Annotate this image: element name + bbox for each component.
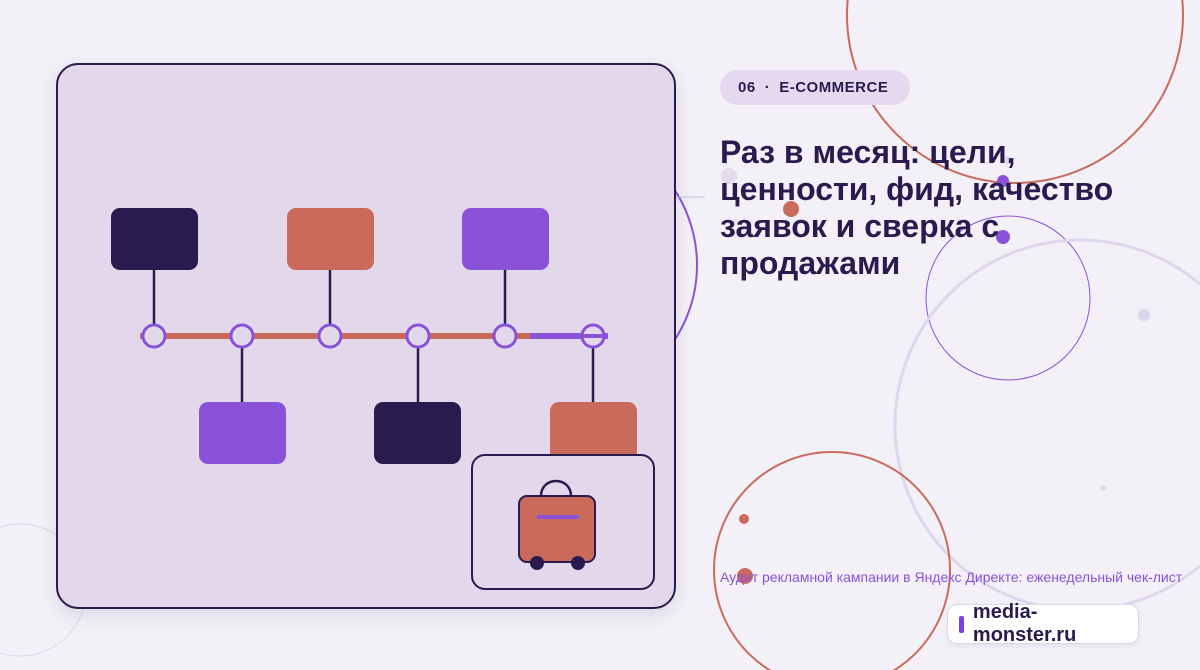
timeline-node-1	[141, 323, 167, 349]
timeline-node-5	[492, 323, 518, 349]
badge-separator: ·	[764, 79, 771, 96]
bg-dot-lavender	[721, 168, 737, 184]
timeline-block-top-2	[287, 208, 374, 270]
category-badge: 06 · E-COMMERCE	[720, 70, 910, 105]
bg-circle-coral-bottom	[713, 451, 951, 670]
badge-number: 06	[738, 79, 756, 96]
site-accent-bar	[959, 615, 964, 633]
bg-circle-violet-small	[925, 215, 1091, 381]
bg-dot-coral	[783, 201, 799, 217]
timeline-nodes	[141, 323, 606, 349]
bg-dot-violet-2	[996, 230, 1010, 244]
site-label: media-monster.ru	[947, 601, 1139, 646]
timeline-block-top-3	[462, 208, 549, 270]
timeline-block-bottom-2	[374, 402, 461, 464]
timeline-node-2	[229, 323, 255, 349]
timeline-diagram	[111, 208, 637, 464]
timeline-block-bottom-1	[199, 402, 286, 464]
timeline-node-4	[405, 323, 431, 349]
series-subtitle: Аудит рекламной кампании в Яндекс Директ…	[720, 569, 1183, 585]
inset-frame	[471, 454, 655, 590]
site-label-text: media-monster.ru	[972, 601, 1077, 646]
timeline-block-bottom-3	[550, 402, 637, 464]
shopping-bag-icon	[518, 479, 596, 570]
bg-dot-coral-2	[739, 514, 749, 524]
bg-dot-violet-1	[997, 175, 1009, 187]
badge-category: E-COMMERCE	[779, 79, 889, 96]
timeline-node-3	[317, 323, 343, 349]
bg-dot-lavender-3	[1138, 309, 1150, 321]
bg-dot-coral-3	[737, 568, 753, 584]
connectors	[152, 270, 595, 402]
bg-circle-coral-top	[846, 0, 1184, 184]
illustration-card	[56, 63, 676, 609]
timeline-block-top-1	[111, 208, 198, 270]
page-title: Раз в месяц: цели, ценности, фид, качест…	[720, 134, 1114, 281]
bg-dot-lavender-2	[1004, 156, 1012, 164]
bg-dot-lavender-4	[1100, 485, 1106, 491]
bg-circle-lavender-large	[893, 238, 1200, 612]
